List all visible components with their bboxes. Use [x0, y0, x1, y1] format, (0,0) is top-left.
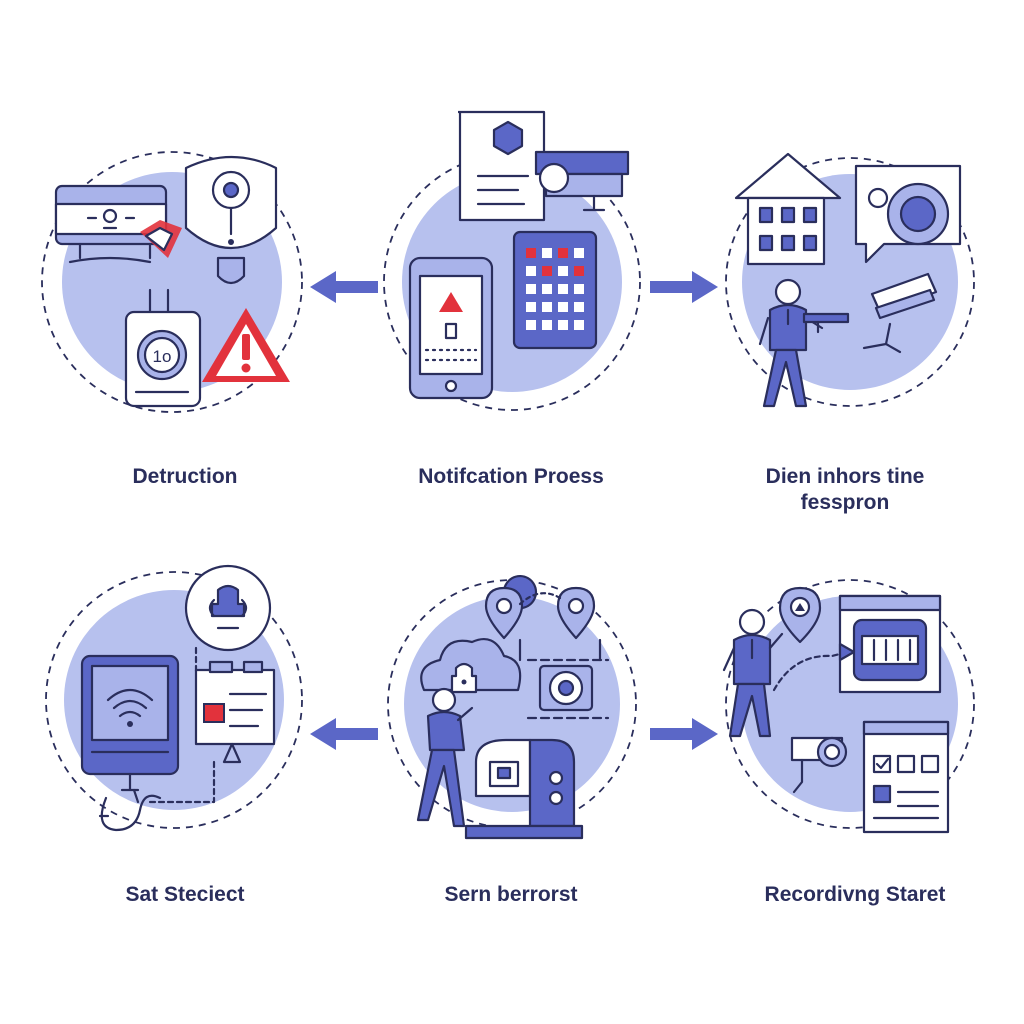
- security-camera-icon: [790, 736, 848, 794]
- step-label-response-line2: fesspron: [800, 491, 890, 514]
- cable-icon: [98, 772, 162, 832]
- arrow-left-icon: [310, 718, 378, 750]
- guard-person-icon: [758, 278, 850, 408]
- step-alert-server: [387, 574, 637, 840]
- chat-camera-icon: [854, 164, 962, 264]
- step-notification: [383, 110, 641, 411]
- checklist-icon: [862, 720, 950, 834]
- location-pin-icon: [484, 574, 596, 640]
- cloud-lock-icon: [420, 638, 522, 694]
- person-icon: [416, 687, 474, 828]
- camera-lens-icon: [518, 638, 610, 720]
- mailbox-icon: [464, 738, 584, 840]
- ten-seconds-timer-icon: 1o: [124, 288, 202, 408]
- step-detection: 1o: [41, 151, 303, 413]
- arrow-right-icon: [650, 718, 718, 750]
- house-icon: [734, 152, 842, 266]
- step-label-detection: Detruction: [132, 465, 238, 488]
- location-pin-icon: [772, 586, 850, 692]
- step-label-response-line1: Dien inhors tine: [765, 465, 925, 488]
- security-camera-icon: [534, 150, 630, 212]
- step-label-alert-server: Sern berrorst: [444, 883, 578, 906]
- step-setup: [45, 564, 303, 832]
- keyhole-icon: [140, 220, 182, 258]
- person-icon: [722, 608, 784, 738]
- security-camera-icon: [862, 272, 938, 354]
- document-icon: [458, 110, 546, 222]
- step-label-setup: Sat Steciect: [125, 883, 245, 906]
- arrow-right-icon: [650, 271, 718, 303]
- keypad-icon: [512, 230, 598, 350]
- warning-triangle-icon: [202, 308, 290, 382]
- step-response: [725, 152, 975, 408]
- wifi-panel-icon: [80, 654, 180, 776]
- step-label-recording: Recordivng Staret: [764, 883, 946, 906]
- clipboard-icon: [144, 660, 276, 804]
- step-recording: [722, 579, 975, 834]
- monitor-icon: [838, 594, 942, 694]
- alarm-sensor-icon: [184, 155, 278, 285]
- smartphone-alert-icon: [408, 256, 494, 400]
- step-label-notification: Notifcation Proess: [418, 465, 604, 488]
- arrow-left-icon: [310, 271, 378, 303]
- step-label-response: Dien inhors tine fesspron: [720, 464, 970, 516]
- svg-text:1o: 1o: [153, 347, 172, 366]
